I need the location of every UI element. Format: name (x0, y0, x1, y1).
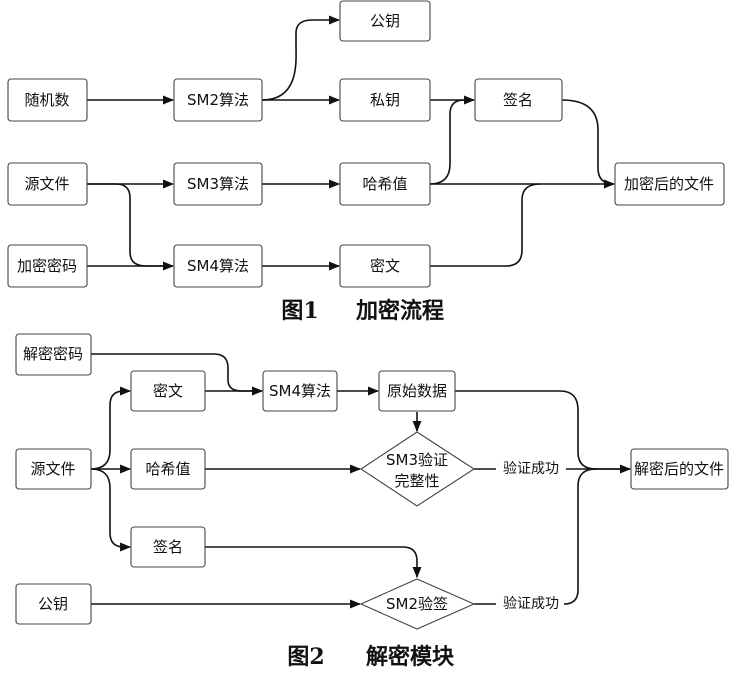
node-sm4: SM4算法 (173, 244, 263, 288)
caption-2: 图2 解密模块 (287, 644, 455, 670)
edge-verify2-output (563, 468, 597, 605)
edge-sign-output (561, 99, 615, 185)
caption-2-text: 解密模块 (366, 644, 455, 670)
caption-1-num: 图1 (281, 298, 318, 324)
edge-source-cipher (90, 386, 132, 470)
node2-password-label: 解密密码 (23, 345, 83, 363)
node-random-label: 随机数 (24, 91, 69, 109)
caption-1-text: 加密流程 (355, 298, 444, 324)
node2-output-label: 解密后的文件 (634, 460, 724, 478)
node2-hash-label: 哈希值 (145, 460, 190, 478)
node2-source: 源文件 (15, 448, 92, 490)
node2-sm3-label-1: SM3验证 (386, 451, 448, 469)
node2-pubkey-label: 公钥 (38, 595, 68, 613)
node-source-label: 源文件 (24, 175, 69, 193)
node-sm2: SM2算法 (173, 78, 263, 122)
edge-sm2-pubkey (261, 15, 341, 101)
node2-cipher: 密文 (130, 370, 206, 412)
node2-sm2-label: SM2验签 (386, 595, 448, 613)
caption-1: 图1 加密流程 (281, 298, 444, 324)
caption-2-num: 图2 (287, 644, 324, 670)
node2-sm4-label: SM4算法 (269, 382, 331, 400)
node-sm3-label: SM3算法 (187, 175, 249, 193)
node-sign: 签名 (474, 78, 563, 122)
node-sm3: SM3算法 (173, 162, 263, 206)
node2-cipher-label: 密文 (153, 382, 183, 400)
node-cipher: 密文 (339, 244, 431, 288)
node2-password: 解密密码 (15, 333, 92, 376)
node2-raw: 原始数据 (378, 370, 456, 412)
node-privkey: 私钥 (339, 78, 431, 122)
node-output: 加密后的文件 (614, 162, 725, 206)
node-random: 随机数 (7, 78, 88, 122)
edge-cipher-output (430, 183, 541, 267)
verify-success-label-1: 验证成功 (503, 461, 559, 477)
node-source: 源文件 (7, 162, 88, 206)
edge-hash-sign (429, 99, 474, 185)
node2-pubkey: 公钥 (15, 583, 92, 625)
node-cipher-label: 密文 (370, 257, 400, 275)
node2-raw-label: 原始数据 (387, 382, 447, 400)
verify-success-label-2: 验证成功 (503, 596, 559, 612)
node-hash-label: 哈希值 (362, 175, 407, 193)
node-output-label: 加密后的文件 (624, 175, 714, 193)
node2-sm2-verify: SM2验签 (359, 578, 476, 630)
node-pubkey-label: 公钥 (370, 12, 400, 30)
node-privkey-label: 私钥 (370, 91, 400, 109)
edge-sign-sm2 (205, 546, 422, 579)
node2-sign-label: 签名 (153, 538, 183, 556)
node2-sm4: SM4算法 (262, 370, 338, 412)
node2-sm3-label-2: 完整性 (394, 472, 439, 490)
edge-raw-output (455, 390, 632, 474)
node2-hash: 哈希值 (130, 448, 206, 490)
node2-output: 解密后的文件 (630, 448, 729, 490)
node-sm2-label: SM2算法 (187, 91, 249, 109)
node-password-label: 加密密码 (17, 257, 77, 275)
node2-sign: 签名 (130, 526, 206, 568)
diagram2-edges (90, 353, 632, 609)
edge-source-sign (90, 468, 132, 552)
node-password: 加密密码 (7, 244, 88, 288)
diagram1-edges (87, 15, 616, 271)
node-sign-label: 签名 (503, 91, 533, 109)
node2-sm3-verify: SM3验证 完整性 (360, 431, 476, 507)
edge-source-sm4 (87, 183, 175, 271)
node-pubkey: 公钥 (339, 0, 431, 42)
node-sm4-label: SM4算法 (187, 257, 249, 275)
node2-source-label: 源文件 (30, 460, 75, 478)
node-hash: 哈希值 (339, 162, 431, 206)
